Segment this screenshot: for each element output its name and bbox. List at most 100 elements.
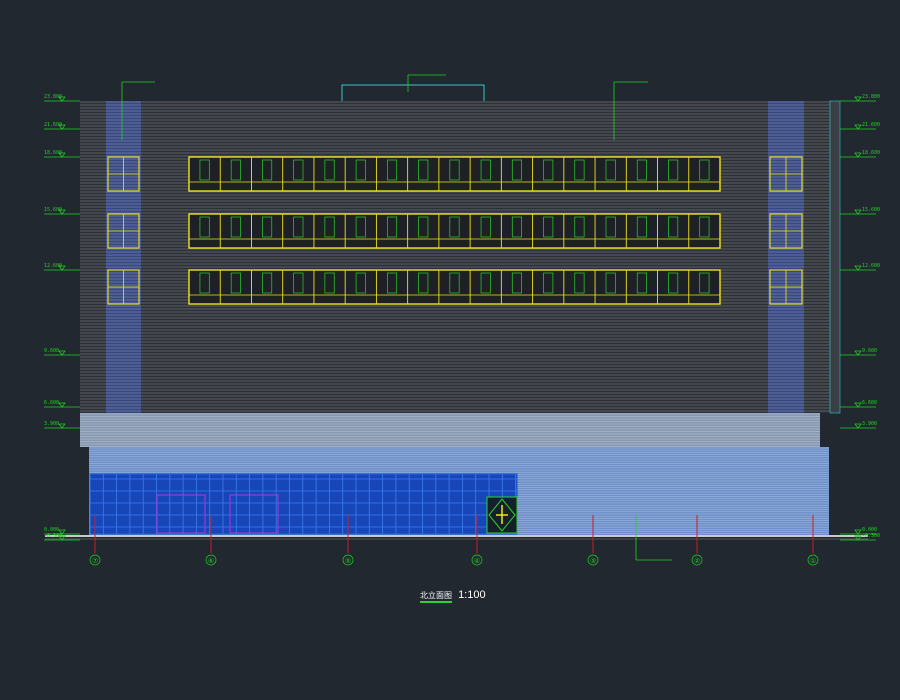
window-vent	[449, 272, 460, 294]
window-vent	[199, 159, 210, 181]
axis-label: ④	[474, 557, 480, 565]
level-label: 12.600	[862, 263, 880, 269]
window-vent	[262, 272, 273, 294]
axis-6: ②	[691, 515, 703, 566]
axis-5: ③	[587, 515, 599, 566]
level-triangle	[58, 124, 66, 130]
right-level-8: 3.900	[840, 421, 877, 429]
window-vent	[511, 159, 523, 181]
window-vent	[230, 216, 241, 238]
level-label: 21.600	[44, 122, 62, 128]
window-vent	[699, 159, 710, 181]
level-triangle	[58, 265, 66, 271]
window-vent	[480, 216, 491, 238]
window-vent	[699, 216, 710, 238]
level-triangle	[854, 350, 862, 356]
level-triangle	[854, 209, 862, 215]
right-level-7: 6.600	[840, 400, 877, 408]
level-label: 21.600	[862, 122, 880, 128]
level-label: 3.900	[44, 421, 59, 427]
window-vent	[574, 272, 585, 294]
right-level-2: 21.600	[840, 122, 880, 130]
window-vent	[449, 216, 460, 238]
window-vent	[418, 216, 429, 238]
window-vent	[418, 272, 429, 294]
window-vent	[511, 216, 523, 238]
axis-label: ②	[694, 557, 700, 565]
window-vent	[324, 159, 335, 181]
left-level-5: 12.600	[44, 263, 80, 271]
axis-bubble	[205, 554, 217, 566]
level-label: 18.600	[44, 150, 62, 156]
left-level-8: 3.900	[44, 421, 80, 429]
entrance-door-1	[156, 494, 206, 534]
window-row-3	[107, 269, 803, 305]
door-diamond	[488, 498, 516, 532]
level-triangle	[854, 402, 862, 408]
drawing-title: 北立面图 1:100	[420, 589, 486, 603]
curtain-frame	[89, 473, 518, 535]
window-vent	[543, 159, 554, 181]
axis-label: ⑥	[208, 557, 214, 565]
level-label: -0.300	[862, 533, 880, 539]
left-level-6: 9.600	[44, 348, 80, 356]
level-label: 9.600	[44, 348, 59, 354]
axis-bubble	[587, 554, 599, 566]
level-triangle	[854, 535, 862, 541]
window-vent	[324, 216, 335, 238]
window-vent	[262, 216, 273, 238]
level-triangle	[854, 423, 862, 429]
level-triangle	[854, 96, 862, 102]
right-level-10: -0.300	[840, 533, 880, 541]
right-level-9: 0.000	[840, 527, 877, 535]
right-edge-strip	[829, 100, 841, 414]
glass-curtain-wall	[89, 473, 518, 535]
level-triangle	[58, 209, 66, 215]
axis-label: ⑦	[92, 557, 98, 565]
window-band	[188, 213, 721, 249]
grid-axes: ⑦ ⑥ ⑤ ④ ③ ② ①	[89, 515, 819, 566]
left-level-3: 18.600	[44, 150, 80, 158]
level-label: 23.800	[862, 94, 880, 100]
transition-band	[80, 413, 820, 447]
axis-1: ⑦	[89, 515, 101, 566]
window-vent	[230, 159, 241, 181]
level-triangle	[58, 535, 66, 541]
level-triangle	[854, 152, 862, 158]
window-vent	[605, 272, 616, 294]
window-vent	[355, 216, 366, 238]
window-vent	[355, 272, 366, 294]
axis-3: ⑤	[342, 515, 354, 566]
building-elevation	[45, 84, 868, 540]
level-triangle	[58, 529, 66, 535]
axis-4: ④	[471, 515, 483, 566]
axis-bubble	[691, 554, 703, 566]
left-level-10: -0.300	[44, 533, 80, 541]
level-label: 15.600	[862, 207, 880, 213]
level-label: -0.300	[44, 533, 62, 539]
window-vent	[262, 159, 273, 181]
right-level-3: 18.600	[840, 150, 880, 158]
left-level-1: 23.800	[44, 94, 80, 102]
level-triangle	[58, 423, 66, 429]
window-vent	[386, 159, 398, 181]
level-label: 18.600	[862, 150, 880, 156]
window-vent	[418, 159, 429, 181]
level-triangle	[58, 152, 66, 158]
level-triangle	[854, 529, 862, 535]
left-level-4: 15.600	[44, 207, 80, 215]
window-vent	[543, 216, 554, 238]
level-label: 3.900	[862, 421, 877, 427]
right-level-5: 12.600	[840, 263, 880, 271]
left-level-7: 6.600	[44, 400, 80, 408]
left-level-9: 0.000	[44, 527, 80, 535]
left-level-2: 21.600	[44, 122, 80, 130]
axis-label: ①	[810, 557, 816, 565]
window-row-2	[107, 213, 803, 249]
window-vent	[636, 272, 647, 294]
level-label: 6.600	[44, 400, 59, 406]
drawing-scale: 1:100	[458, 589, 486, 601]
level-triangle	[854, 265, 862, 271]
level-label: 0.000	[44, 527, 59, 533]
right-level-4: 15.600	[840, 207, 880, 215]
